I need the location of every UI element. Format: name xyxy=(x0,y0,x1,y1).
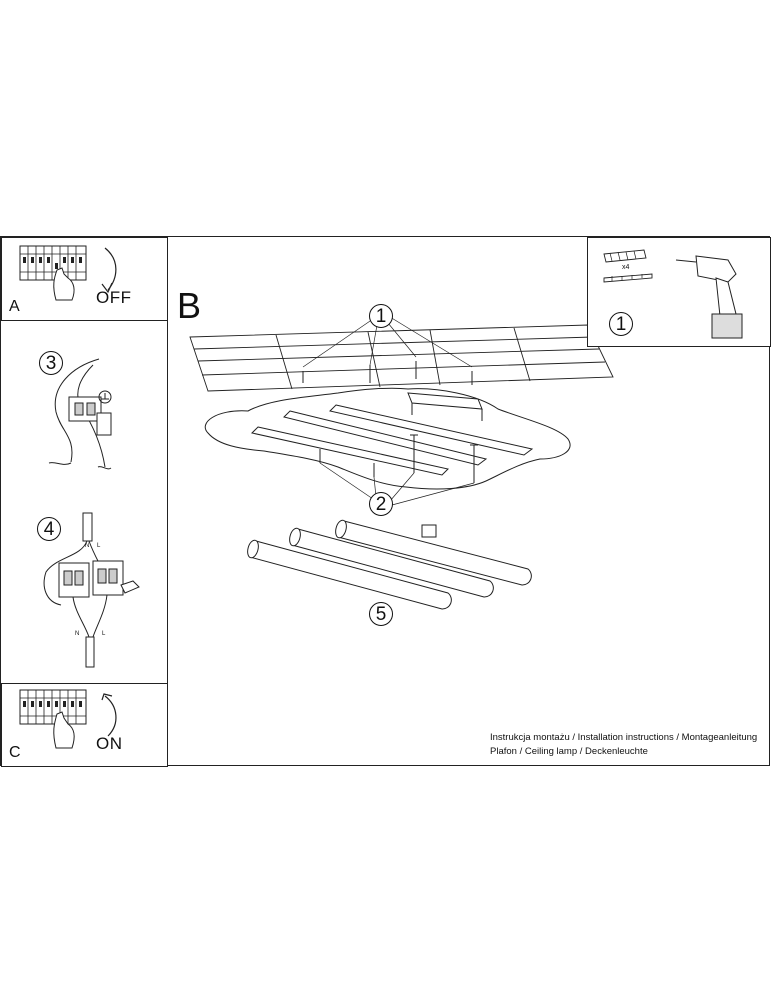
main-section-b: B xyxy=(167,237,771,767)
caption-line-1: Instrukcja montażu / Installation instru… xyxy=(490,732,758,743)
step-4-number: 4 xyxy=(37,517,61,541)
wiring-step-4-illustration xyxy=(43,512,140,668)
breaker-off-illustration xyxy=(19,245,117,301)
step-c-label: C xyxy=(9,744,21,761)
caption-line-2: Plafon / Ceiling lamp / Deckenleuchte xyxy=(490,746,648,757)
wire-l-top: L xyxy=(97,543,101,549)
assembly-exploded-view xyxy=(189,316,614,610)
callout-2-screws: 2 xyxy=(369,492,393,516)
instruction-sheet: A OFF 3 4 xyxy=(0,236,771,767)
step-b-label: B xyxy=(177,285,202,326)
wire-n-top: N xyxy=(85,543,90,549)
wire-n-bottom: N xyxy=(75,631,80,637)
panel-c-power-on: C ON xyxy=(1,683,168,767)
wire-l-bottom: L xyxy=(102,631,106,637)
tools-panel: x4 1 xyxy=(587,237,771,347)
tools-illustration xyxy=(603,249,743,339)
callout-1-mounting: 1 xyxy=(369,304,393,328)
wiring-step-3-illustration xyxy=(48,358,112,470)
off-label: OFF xyxy=(96,288,132,307)
dowel-quantity: x4 xyxy=(622,264,630,271)
callout-5-tubes: 5 xyxy=(369,602,393,626)
breaker-on-illustration xyxy=(19,689,117,749)
tools-step-number: 1 xyxy=(609,312,633,336)
on-label: ON xyxy=(96,734,123,753)
step-a-label: A xyxy=(9,298,20,315)
step-3-number: 3 xyxy=(39,351,63,375)
panel-a-power-off: A OFF xyxy=(1,237,168,321)
